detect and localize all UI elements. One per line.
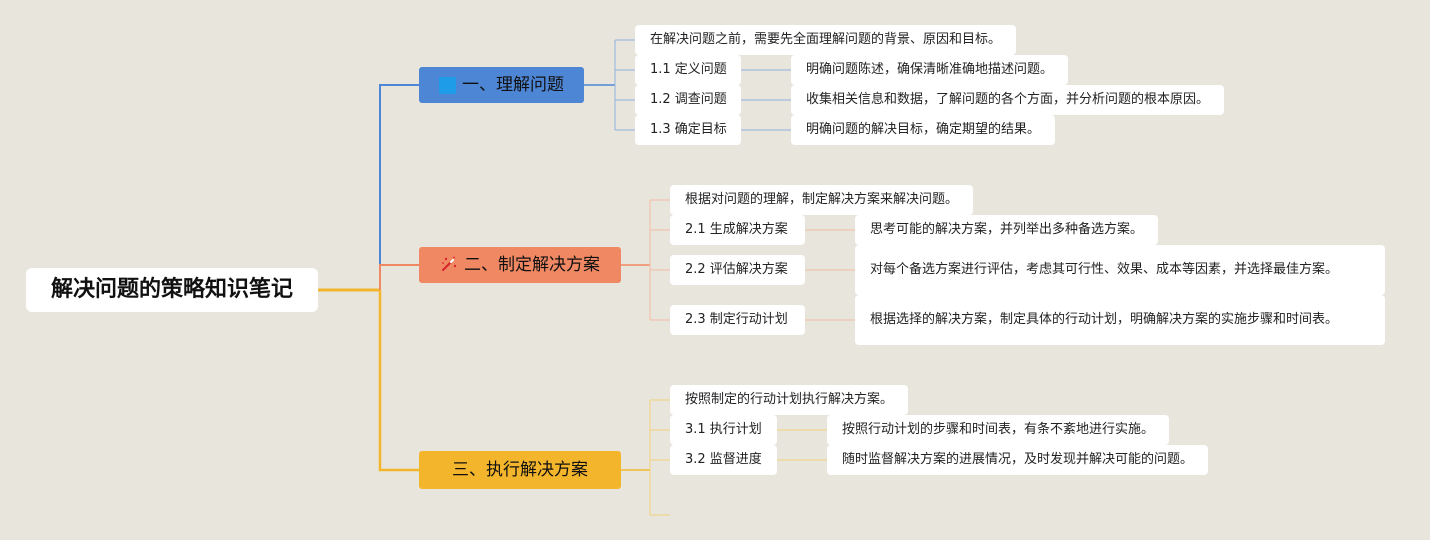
topic-1-2[interactable]: 1.2 调查问题 [635, 85, 741, 115]
branch-title: 二、制定解决方案 [464, 255, 600, 275]
topic-1-1[interactable]: 1.1 定义问题 [635, 55, 741, 85]
magic-wand-icon [440, 255, 458, 276]
branch-execute-plan[interactable]: 三、执行解决方案 [419, 451, 621, 489]
branch-title: 一、理解问题 [462, 75, 564, 95]
topic-2-2[interactable]: 2.2 评估解决方案 [670, 255, 805, 285]
topic-2-1-desc[interactable]: 思考可能的解决方案，并列举出多种备选方案。 [855, 215, 1159, 245]
branch-title: 三、执行解决方案 [452, 460, 588, 480]
topic-2-1[interactable]: 2.1 生成解决方案 [670, 215, 805, 245]
branch2-intro[interactable]: 根据对问题的理解，制定解决方案来解决问题。 [670, 185, 974, 215]
topic-2-2-desc[interactable]: 对每个备选方案进行评估，考虑其可行性、效果、成本等因素，并选择最佳方案。 [855, 245, 1385, 295]
topic-1-3-desc[interactable]: 明确问题的解决目标，确定期望的结果。 [791, 115, 1056, 145]
blue-square-icon [439, 76, 456, 94]
topic-1-3[interactable]: 1.3 确定目标 [635, 115, 741, 145]
topic-3-1[interactable]: 3.1 执行计划 [670, 415, 777, 445]
topic-3-2[interactable]: 3.2 监督进度 [670, 445, 777, 475]
branch-understand-problem[interactable]: 一、理解问题 [419, 67, 584, 103]
topic-1-1-desc[interactable]: 明确问题陈述，确保清晰准确地描述问题。 [791, 55, 1069, 85]
topic-3-2-desc[interactable]: 随时监督解决方案的进展情况，及时发现并解决可能的问题。 [827, 445, 1209, 475]
topic-2-3[interactable]: 2.3 制定行动计划 [670, 305, 805, 335]
topic-2-3-desc[interactable]: 根据选择的解决方案，制定具体的行动计划，明确解决方案的实施步骤和时间表。 [855, 295, 1385, 345]
branch3-intro[interactable]: 按照制定的行动计划执行解决方案。 [670, 385, 909, 415]
branch-make-plan[interactable]: 二、制定解决方案 [419, 247, 621, 283]
root-title: 解决问题的策略知识笔记 [50, 277, 293, 302]
topic-1-2-desc[interactable]: 收集相关信息和数据，了解问题的各个方面，并分析问题的根本原因。 [791, 85, 1225, 115]
branch1-intro[interactable]: 在解决问题之前，需要先全面理解问题的背景、原因和目标。 [635, 25, 1017, 55]
topic-3-1-desc[interactable]: 按照行动计划的步骤和时间表，有条不紊地进行实施。 [827, 415, 1170, 445]
root-topic[interactable]: 解决问题的策略知识笔记 [26, 268, 318, 312]
